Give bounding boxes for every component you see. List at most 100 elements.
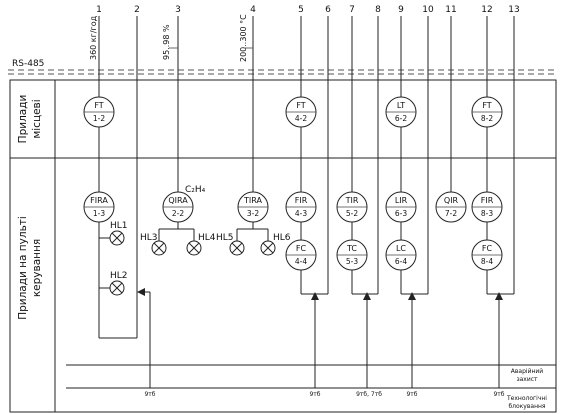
- controller-position: 8-4: [481, 257, 493, 266]
- lamp-label: HL4: [198, 233, 216, 243]
- local-instrument: FT 8-2: [471, 96, 503, 128]
- instrument-position: 7-2: [445, 209, 457, 218]
- ref-label: 9тб: [144, 391, 155, 398]
- instrument-code: LIR: [395, 196, 408, 205]
- column-number: 10: [422, 5, 434, 15]
- panel-instrument: TIRA 3-2: [237, 191, 269, 223]
- column-number: 13: [508, 5, 519, 15]
- column-number: 7: [349, 5, 355, 15]
- controller: FC 4-4: [285, 239, 317, 271]
- signal-lamp-icon: [109, 280, 125, 296]
- emergency-label-1: Аварійний: [511, 368, 544, 375]
- column-numbers: 1 2 3 4 5 6 7 8 9 10 11 12 13: [96, 5, 520, 15]
- local-instrument: FT 4-2: [285, 96, 317, 128]
- controller-code: TC: [346, 244, 357, 253]
- column-number: 12: [481, 5, 492, 15]
- arrowhead: [495, 292, 503, 300]
- side-label-local-2: місцеві: [31, 99, 43, 138]
- instrument-position: 2-2: [172, 209, 184, 218]
- instrument-code: FT: [296, 101, 305, 110]
- ref-label: 9тб: [493, 391, 504, 398]
- panel-instrument: TIR 5-2: [336, 191, 368, 223]
- range-label-3: 95..98 %: [162, 24, 171, 60]
- lamp-label: HL5: [216, 233, 234, 243]
- instrument-code: FIRA: [90, 196, 108, 205]
- column-number: 1: [96, 5, 102, 15]
- controller-code: FC: [482, 244, 493, 253]
- panel-instrument: FIR 8-3: [471, 191, 503, 223]
- range-label-4: 200..300 °С: [239, 14, 248, 62]
- bus-label: RS-485: [12, 59, 44, 69]
- controller: TC 5-3: [336, 239, 368, 271]
- side-label-panel-2: керування: [31, 239, 43, 297]
- instrument-position: 8-3: [481, 209, 493, 218]
- arrowhead: [363, 292, 371, 300]
- column-number: 11: [445, 5, 456, 15]
- arrowhead: [137, 288, 145, 296]
- emergency-label-2: захист: [516, 376, 538, 383]
- instrument-code: FT: [94, 101, 103, 110]
- controller-position: 4-4: [295, 257, 307, 266]
- instrument-position: 1-3: [93, 209, 105, 218]
- lamp-label: HL2: [110, 271, 128, 281]
- arrowhead: [408, 292, 416, 300]
- lamp-label: HL3: [140, 233, 158, 243]
- instrument-position: 6-3: [395, 209, 407, 218]
- side-label-local-1: Прилади: [17, 95, 29, 144]
- instrument-code: FIR: [295, 196, 308, 205]
- column-number: 3: [175, 5, 181, 15]
- controller: LC 6-4: [385, 239, 417, 271]
- panel-instrument: FIRA 1-3: [83, 191, 115, 223]
- signal-lamp-icon: [186, 240, 202, 256]
- column-number: 9: [398, 5, 404, 15]
- column-number: 5: [298, 5, 304, 15]
- instrument-position: 5-2: [346, 209, 358, 218]
- instrument-code: TIRA: [243, 196, 262, 205]
- local-instrument: LT 6-2: [385, 96, 417, 128]
- instrument-position: 4-2: [295, 114, 307, 123]
- controller-position: 5-3: [346, 257, 358, 266]
- instrument-code: FIR: [481, 196, 494, 205]
- ref-label: 9тб: [406, 391, 417, 398]
- column-number: 6: [325, 5, 331, 15]
- instrument-position: 6-2: [395, 114, 407, 123]
- instrument-position: 4-3: [295, 209, 307, 218]
- signal-lamp-icon: [151, 240, 167, 256]
- interlock-label-1: Технологічні: [506, 395, 547, 402]
- lamp-label: HL6: [273, 233, 291, 243]
- instrument-code: FT: [482, 101, 491, 110]
- instrument-code: LT: [397, 101, 405, 110]
- column-number: 2: [134, 5, 140, 15]
- substance-label: С₂Н₄: [185, 185, 206, 195]
- instrument-position: 1-2: [93, 114, 105, 123]
- instrument-code: QIR: [444, 196, 459, 205]
- signal-lines: [98, 16, 515, 388]
- signal-lamp-icon: [260, 240, 276, 256]
- controller-code: FC: [296, 244, 307, 253]
- instrument-position: 8-2: [481, 114, 493, 123]
- panel-instrument: QIR 7-2: [435, 191, 467, 223]
- arrowheads: [137, 288, 503, 300]
- controller-position: 6-4: [395, 257, 407, 266]
- signal-lamp-icon: [109, 230, 125, 246]
- ref-label: 9тб: [309, 391, 320, 398]
- panel-instrument: LIR 6-3: [385, 191, 417, 223]
- panel-instrument: QIRA 2-2: [162, 191, 194, 223]
- instrument-position: 3-2: [247, 209, 259, 218]
- controller-code: LC: [396, 244, 406, 253]
- arrowhead: [311, 292, 319, 300]
- range-label-1: 360 кг/год: [89, 15, 98, 60]
- instrument-code: TIR: [345, 196, 359, 205]
- local-instrument: FT 1-2: [83, 96, 115, 128]
- side-label-panel-1: Прилади на пульті: [17, 216, 29, 320]
- panel-frame: [9, 79, 557, 413]
- ref-label: 9тб, 7тб: [356, 391, 382, 398]
- column-number: 4: [250, 5, 256, 15]
- controller: FC 8-4: [471, 239, 503, 271]
- panel-instrument: FIR 4-3: [285, 191, 317, 223]
- column-number: 8: [375, 5, 381, 15]
- interlock-label-2: блокування: [508, 403, 545, 410]
- signal-lamp-icon: [229, 240, 245, 256]
- lamp-label: HL1: [110, 221, 128, 231]
